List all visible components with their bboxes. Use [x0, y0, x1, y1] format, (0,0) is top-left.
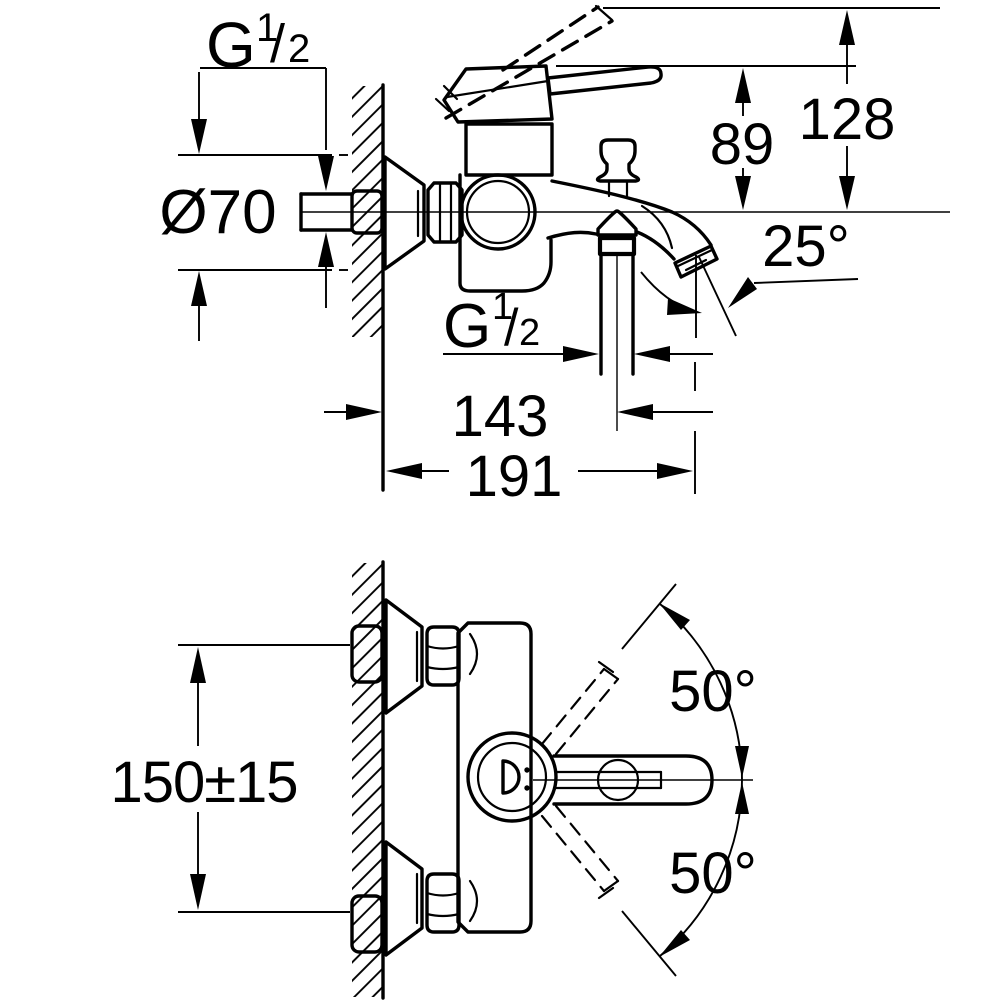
label-height-89: 89 [710, 112, 775, 177]
label-shower-thread-slash: / [504, 299, 519, 357]
valve-body [442, 64, 554, 293]
dim-swing-upper: 50° [621, 583, 757, 781]
label-inlet-thread-den: 2 [288, 27, 310, 71]
inwall-union-fitting [299, 189, 384, 235]
inwall-union-top [350, 624, 384, 684]
shower-outlet [596, 209, 638, 376]
union-nut [426, 181, 464, 244]
valve-body-front [456, 621, 558, 934]
label-shower-thread-num: 1 [492, 286, 513, 328]
label-reach-143: 143 [452, 384, 549, 449]
union-nut-top [425, 625, 461, 687]
label-inlet-thread-slash: / [270, 14, 285, 74]
cartridge-keyway [501, 759, 521, 795]
lever-handle-raised-dashed [434, 4, 614, 120]
dim-spout-angle: 25° [640, 214, 859, 338]
lever-lowered-dashed-front [540, 804, 620, 900]
lever-raised-dashed-front [540, 660, 620, 756]
label-inlet-thread-g: G [206, 9, 256, 81]
cartridge-cap [442, 64, 554, 124]
diverter-knob [595, 138, 641, 198]
label-inlet-spacing: 150±15 [110, 750, 297, 815]
label-height-128: 128 [799, 87, 896, 152]
side-view: G 1 / 2 Ø70 89 [159, 4, 950, 509]
label-shower-thread-g: G [443, 292, 491, 361]
label-escutcheon-diameter: Ø70 [159, 178, 276, 247]
inwall-union-bottom [350, 894, 384, 954]
dim-height-89: 89 [556, 65, 856, 210]
label-inlet-thread-num: 1 [256, 6, 278, 50]
label-reach-191: 191 [466, 444, 563, 509]
dim-inlet-spacing: 150±15 [110, 644, 350, 913]
dim-reach-191: 191 [386, 362, 696, 509]
spout [546, 179, 713, 261]
union-nut-bottom [425, 872, 461, 934]
front-view: 50° 50° 150±15 [110, 560, 757, 1000]
dim-escutcheon-diameter: Ø70 [159, 72, 348, 341]
label-spout-angle: 25° [762, 214, 850, 279]
escutcheon-bottom [384, 840, 424, 957]
wall-section [352, 83, 385, 492]
escutcheon-top [384, 598, 424, 715]
lever-handle [546, 65, 663, 96]
dim-height-128: 128 [603, 7, 940, 210]
dim-swing-lower: 50° [621, 779, 757, 977]
label-swing-lower: 50° [669, 841, 757, 906]
dim-reach-143: 143 [324, 375, 713, 449]
label-swing-upper: 50° [669, 659, 757, 724]
dim-inlet-thread: G 1 / 2 [200, 6, 334, 308]
label-shower-thread-den: 2 [519, 312, 540, 354]
escutcheon [383, 155, 426, 271]
dim-shower-thread: G 1 / 2 [443, 286, 713, 362]
